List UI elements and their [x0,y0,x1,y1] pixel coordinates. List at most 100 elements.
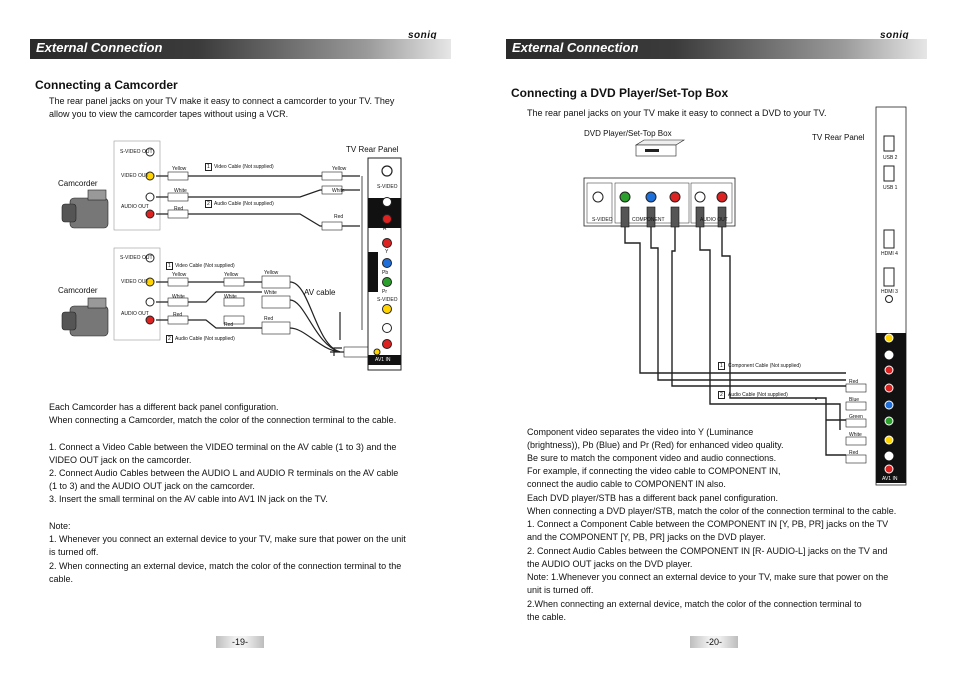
body-line-1: Each Camcorder has a different back pane… [49,402,279,412]
page-number: -20- [690,636,738,648]
red-label: Red [173,312,183,318]
red-label: Red [334,214,344,220]
body-line: unit is turned off. [527,585,594,595]
body-line: Each DVD player/STB has a different back… [527,493,778,503]
tv-rear-panel-label: TV Rear Panel [346,145,399,154]
body-line-2: When connecting a Camcorder, match the c… [49,415,397,425]
panel-l-label: L [383,208,386,214]
yellow-label: Yellow [172,272,187,278]
red-label: Red [264,316,274,322]
page-heading: Connecting a DVD Player/Set-Top Box [511,86,729,100]
red-label: Red [174,206,184,212]
blue-label: Blue [849,397,860,403]
component-label: COMPONENT [632,217,665,223]
av-cable-label: AV cable [304,288,336,297]
body-line: Component video separates the video into… [527,427,754,437]
step-line: 2. Connect Audio Cables between the AUDI… [49,468,399,478]
video-cable-label: Video Cable (Not supplied) [214,164,274,170]
video-out-label: VIDEO OUT [121,173,149,179]
panel-pr-label: Pr [382,289,387,295]
dvd-label: DVD Player/Set-Top Box [584,129,672,138]
cable-number: 1 [718,362,725,370]
page-heading: Connecting a Camcorder [35,78,178,92]
cable-number: 1 [166,262,173,270]
video-cable-label-2: Video Cable (Not supplied) [175,263,235,269]
camcorder-label-2: Camcorder [58,286,98,295]
body-line: 2.When connecting an external device, ma… [527,599,862,609]
step-line: VIDEO OUT jack on the camcorder. [49,455,192,465]
note-line: 2. When connecting an external device, m… [49,561,402,571]
step-line: (1 to 3) and the AUDIO OUT jack on the c… [49,481,255,491]
audio-cable-label-2: Audio Cable (Not supplied) [175,336,235,342]
white-label: White [332,188,345,194]
body-line: and the COMPONENT [Y, PB, PR] jacks on t… [527,532,766,542]
body-line: 1. Connect a Component Cable between the… [527,519,889,529]
banner-title: External Connection [512,40,639,55]
av1in-label: AV1 IN [882,476,898,482]
step-line: 3. Insert the small terminal on the AV c… [49,494,328,504]
audio-cable-label: Audio Cable (Not supplied) [214,201,274,207]
body-line: 2. Connect Audio Cables between the COMP… [527,546,888,556]
yellow-label: Yellow [224,272,239,278]
banner-title: External Connection [36,40,163,55]
note-line: 1. Whenever you connect an external devi… [49,534,406,544]
red-label: Red [849,450,859,456]
white-label: White [264,290,277,296]
audio-out-label-2: AUDIO OUT [121,311,149,317]
section-banner: External Connection [30,39,451,59]
step-line: 1. Connect a Video Cable between the VID… [49,442,397,452]
red-label: Red [849,379,859,385]
component-cable-label: Component Cable (Not supplied) [728,363,801,369]
white-label: White [849,432,862,438]
camcorder-label: Camcorder [58,179,98,188]
svideo-out-label: S-VIDEO OUT [120,149,153,155]
body-line: (brightness)), Pb (Blue) and Pr (Red) fo… [527,440,784,450]
usb2-label: USB 2 [883,155,898,161]
panel-r-label: R [383,226,387,232]
intro-line-1: The rear panel jacks on your TV make it … [49,96,395,106]
page-number: -19- [216,636,264,648]
camcorder-icon [61,297,109,337]
body-line: the cable. [527,612,567,622]
audio-out-label: AUDIO OUT [700,217,728,223]
panel-av1in-label: AV1 IN [375,357,391,363]
camcorder-icon [61,189,109,229]
cable-number: 2 [718,391,725,399]
red-label: Red [224,322,234,328]
yellow-label: Yellow [332,166,347,172]
body-line: the AUDIO OUT jacks on the DVD player. [527,559,693,569]
panel-svideo-label-2: S-VIDEO [377,297,398,303]
brand-logo: soniq [408,30,438,41]
intro-line: The rear panel jacks on your TV make it … [527,108,827,118]
svideo-label: S-VIDEO [592,217,613,223]
white-label: White [172,294,185,300]
cable-number: 2 [205,200,212,208]
body-line: For example, if connecting the video cab… [527,466,781,476]
body-line: connect the audio cable to COMPONENT IN … [527,479,726,489]
hdmi4-label: HDMI 4 [881,251,898,257]
tv-rear-panel-label: TV Rear Panel [812,133,865,142]
svideo-out-label-2: S-VIDEO OUT [120,255,153,261]
note-line: is turned off. [49,547,99,557]
brand-logo: soniq [880,30,910,41]
intro-line-2: allow you to view the camcorder tapes wi… [49,109,289,119]
cable-number: 1 [205,163,212,171]
panel-pb-label: Pb [382,270,389,276]
panel-svideo-label: S-VIDEO [377,184,398,190]
hdmi3-label: HDMI 3 [881,289,898,295]
white-label: White [174,188,187,194]
audio-out-label: AUDIO OUT [121,204,149,210]
yellow-label: Yellow [264,270,279,276]
usb1-label: USB 1 [883,185,898,191]
note-title: Note: [49,521,71,531]
section-banner: External Connection [506,39,927,59]
body-line: Note: 1.Whenever you connect an external… [527,572,889,582]
audio-cable-label: Audio Cable (Not supplied) [728,392,788,398]
body-line: Be sure to match the component video and… [527,453,777,463]
panel-y-label: Y [385,249,389,255]
cable-number: 2 [166,335,173,343]
video-out-label-2: VIDEO OUT [121,279,149,285]
body-line: When connecting a DVD player/STB, match … [527,506,897,516]
